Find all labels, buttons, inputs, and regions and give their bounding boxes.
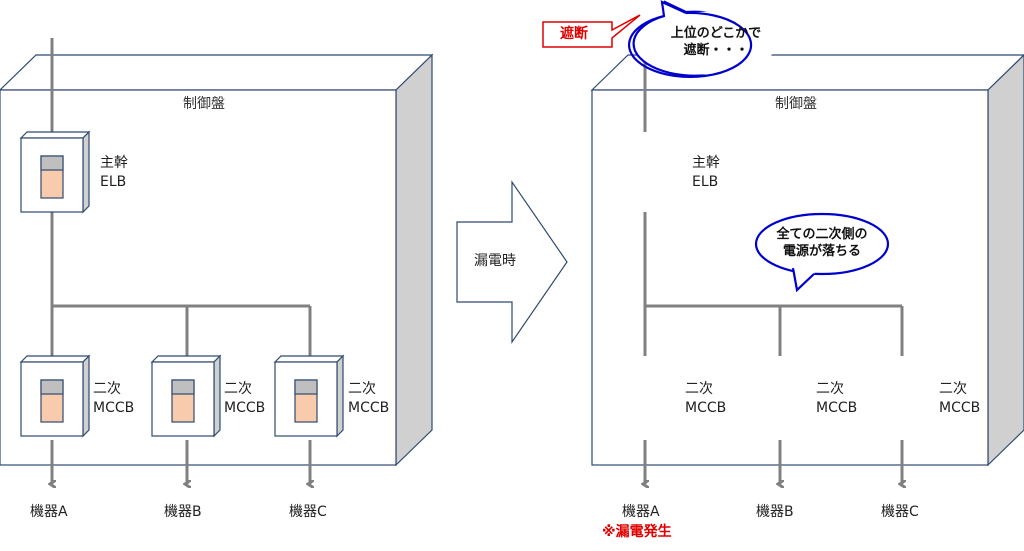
left-branch-breaker-label-c: 二次 MCCB xyxy=(348,380,389,418)
breaker-top-face xyxy=(273,355,345,363)
secondary-callout-line1: 全ての二次側の xyxy=(776,227,868,242)
secondary-callout-tail xyxy=(791,267,816,293)
right-branch-breaker-label-a: 二次 MCCB xyxy=(685,380,726,418)
left-device-a: 機器A xyxy=(30,504,68,520)
right-main-breaker-label: 主幹 ELB xyxy=(692,154,720,192)
transition-arrow xyxy=(456,180,568,344)
left-main-breaker-label: 主幹 ELB xyxy=(100,154,128,192)
left-panel-top-face xyxy=(0,54,434,91)
leak-occurrence-note: ※漏電発生 xyxy=(602,524,672,540)
breaker-name: MCCB xyxy=(816,400,858,416)
breaker-name: MCCB xyxy=(685,400,727,416)
right-main-breaker-type: 主幹 xyxy=(692,155,720,171)
breaker-top-face xyxy=(150,355,222,363)
right-branch-breaker-label-c: 二次 MCCB xyxy=(939,380,980,418)
left-device-b: 機器B xyxy=(164,504,202,520)
breaker-type: 二次 xyxy=(939,381,967,397)
right-device-b: 機器B xyxy=(756,504,794,520)
transition-arrow-label: 漏電時 xyxy=(474,253,516,269)
breaker-side-face xyxy=(82,354,90,438)
secondary-callout-text: 全ての二次側の 電源が落ちる xyxy=(760,226,884,260)
left-panel-title: 制御盤 xyxy=(183,96,225,112)
breaker-handle-top xyxy=(40,379,64,395)
breaker-side-face xyxy=(336,354,344,438)
right-panel-side-face xyxy=(987,54,1024,467)
right-control-panel xyxy=(590,54,1024,467)
breaker-type: 二次 xyxy=(348,381,376,397)
left-branch-breaker-c xyxy=(273,354,345,438)
left-branch-breaker-b xyxy=(150,354,222,438)
breaker-name: MCCB xyxy=(224,400,266,416)
breaker-name: MCCB xyxy=(939,400,981,416)
left-branch-breaker-label-a: 二次 MCCB xyxy=(93,380,134,418)
cutoff-label: 遮断 xyxy=(560,26,588,42)
left-branch-breaker-label-b: 二次 MCCB xyxy=(224,380,265,418)
breaker-type: 二次 xyxy=(685,381,713,397)
breaker-handle-top xyxy=(294,379,318,395)
breaker-type: 二次 xyxy=(816,381,844,397)
secondary-callout-shape xyxy=(754,212,890,276)
left-branch-breaker-a xyxy=(19,354,91,438)
breaker-name: MCCB xyxy=(93,400,135,416)
upper-callout-text: 上位のどこかで 遮断・・・ xyxy=(660,25,772,59)
breaker-side-face xyxy=(82,130,90,214)
left-device-c: 機器C xyxy=(289,504,327,520)
left-panel-side-face xyxy=(395,53,433,467)
breaker-handle-top xyxy=(171,379,195,395)
cutoff-callout-shape xyxy=(542,14,641,48)
breaker-handle-top xyxy=(40,155,64,171)
upper-callout-line1: 上位のどこかで xyxy=(670,26,762,41)
left-wiring xyxy=(52,38,310,484)
right-panel-front-face xyxy=(591,89,989,466)
right-branch-breaker-label-b: 二次 MCCB xyxy=(816,380,857,418)
left-main-breaker-type: 主幹 xyxy=(100,155,128,171)
left-main-breaker-name: ELB xyxy=(100,174,127,190)
right-main-breaker-name: ELB xyxy=(692,174,719,190)
breaker-top-face xyxy=(19,131,91,139)
breaker-name: MCCB xyxy=(348,400,390,416)
breaker-type: 二次 xyxy=(224,381,252,397)
upper-callout-line2: 遮断・・・ xyxy=(683,43,749,58)
right-device-c: 機器C xyxy=(881,504,919,520)
breaker-type: 二次 xyxy=(93,381,121,397)
left-main-breaker xyxy=(19,130,91,214)
breaker-side-face xyxy=(213,354,221,438)
breaker-top-face xyxy=(19,355,91,363)
right-device-a: 機器A xyxy=(622,504,660,520)
secondary-callout-line2: 電源が落ちる xyxy=(782,244,861,259)
right-panel-title: 制御盤 xyxy=(775,96,817,112)
